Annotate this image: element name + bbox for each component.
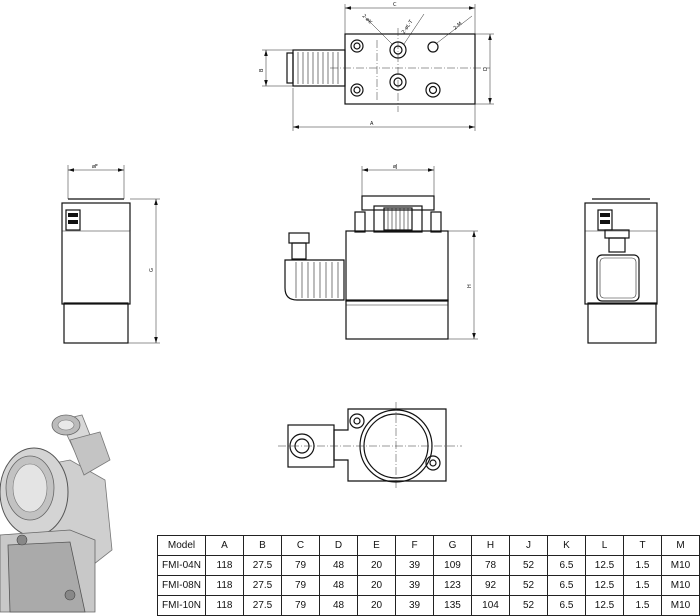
col-header: J	[509, 535, 548, 556]
dim-label-a: A	[370, 121, 374, 127]
table-cell: 20	[357, 555, 396, 576]
table-cell: M10	[661, 575, 700, 596]
table-cell: 79	[281, 555, 320, 576]
dim-label-k: 2-øK	[361, 13, 374, 26]
dim-label-f: øF	[92, 164, 98, 170]
dim-label-c: C	[393, 2, 397, 8]
table-cell: 123	[433, 575, 472, 596]
table-cell: 6.5	[547, 575, 586, 596]
col-header: B	[243, 535, 282, 556]
table-cell: 20	[357, 575, 396, 596]
table-cell: 109	[433, 555, 472, 576]
table-cell: 92	[471, 575, 510, 596]
col-header: M	[661, 535, 700, 556]
col-header: D	[319, 535, 358, 556]
right-side-view	[584, 198, 658, 344]
dim-label-j: øJ	[393, 164, 398, 170]
col-header: G	[433, 535, 472, 556]
table-cell: 27.5	[243, 575, 282, 596]
dim-label-b: B	[259, 68, 265, 72]
table-cell: 39	[395, 555, 434, 576]
table-cell: 12.5	[585, 575, 624, 596]
table-cell: 52	[509, 575, 548, 596]
col-header: L	[585, 535, 624, 556]
table-cell: 48	[319, 555, 358, 576]
front-view: øJ H	[284, 164, 478, 340]
table-row: FMI-08N 118 27.5 79 48 20 39 123 92 52 6…	[157, 575, 700, 596]
model-cell: FMI-04N	[157, 555, 206, 576]
dim-label-t: 2-øL·T	[401, 18, 415, 35]
col-header: T	[623, 535, 662, 556]
bottom-view	[278, 402, 462, 490]
left-side-view: øF G	[61, 164, 160, 344]
col-header: Model	[157, 535, 206, 556]
dim-label-h: H	[467, 284, 473, 288]
table-cell: 1.5	[623, 555, 662, 576]
col-header: F	[395, 535, 434, 556]
table-cell: 79	[281, 575, 320, 596]
col-header: E	[357, 535, 396, 556]
table-cell: 78	[471, 555, 510, 576]
table-cell: 1.5	[623, 575, 662, 596]
table-cell: 118	[205, 575, 244, 596]
table-cell: 118	[205, 555, 244, 576]
isometric-view	[0, 414, 113, 613]
table-cell: 48	[319, 575, 358, 596]
top-view: A C D B 2-øK 2-øL·T 2-M	[259, 2, 494, 131]
dim-label-g: G	[149, 268, 155, 272]
table-cell: 27.5	[243, 555, 282, 576]
dim-label-d: D	[483, 67, 489, 71]
table-row: FMI-04N 118 27.5 79 48 20 39 109 78 52 6…	[157, 555, 700, 576]
col-header: H	[471, 535, 510, 556]
table-cell: 12.5	[585, 555, 624, 576]
table-header-row: Model A B C D E F G H J K L T M	[157, 535, 700, 556]
table-cell: 39	[395, 575, 434, 596]
dim-label-m: 2-M	[452, 21, 463, 32]
col-header: A	[205, 535, 244, 556]
table-cell: 6.5	[547, 555, 586, 576]
table-cell: 52	[509, 555, 548, 576]
col-header: C	[281, 535, 320, 556]
col-header: K	[547, 535, 586, 556]
dimension-table: Model A B C D E F G H J K L T M FMI-04N …	[157, 535, 700, 616]
model-cell: FMI-08N	[157, 575, 206, 596]
table-cell: M10	[661, 555, 700, 576]
